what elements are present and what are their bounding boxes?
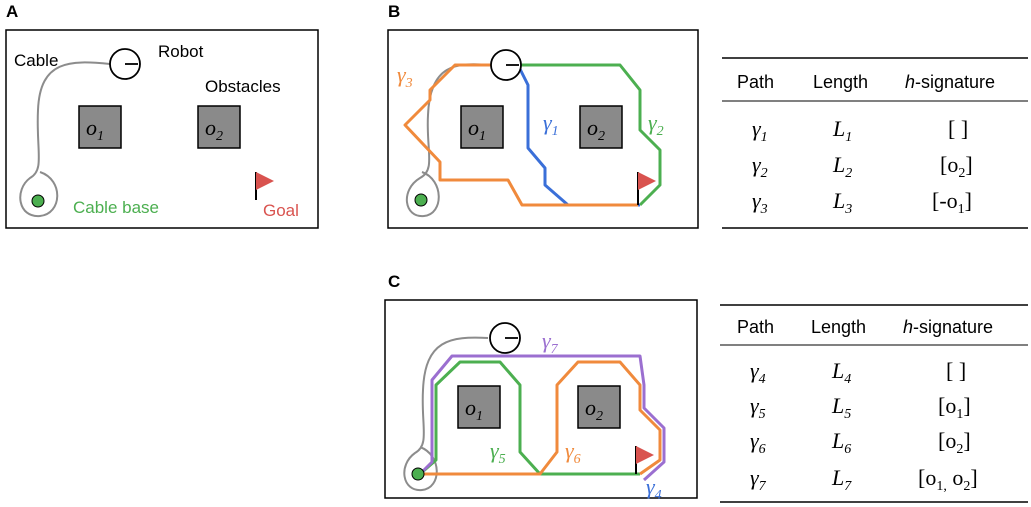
table-b-row3-h: [-o1]	[932, 188, 972, 217]
cable-base-icon-b	[414, 193, 428, 207]
gamma3-label: γ3	[397, 62, 413, 91]
cable-base-icon-c	[411, 467, 425, 481]
table-c-row3-path: γ6	[750, 428, 766, 457]
panel-label-b: B	[388, 2, 401, 21]
table-b-row1-length: L1	[832, 116, 852, 145]
table-b-row2-path: γ2	[752, 152, 768, 181]
obstacle-o2-b-label: o2	[587, 115, 605, 144]
cable-label: Cable	[14, 51, 58, 70]
table-b-row1-path: γ1	[752, 116, 768, 145]
obstacles-label: Obstacles	[205, 77, 281, 96]
gamma5-label: γ5	[490, 438, 506, 467]
cable-line	[19, 61, 111, 218]
table-b-header-length: Length	[813, 72, 868, 92]
table-b-row: γ3 L3 [-o1]	[752, 188, 972, 217]
table-b-header-h: h-signature	[905, 72, 995, 92]
obstacle-o1-label: o1	[86, 115, 104, 144]
panel-label-c: C	[388, 272, 401, 291]
table-c-row2-path: γ5	[750, 393, 766, 422]
table-c-row3-h: [o2]	[938, 428, 971, 457]
goal-flag-icon-b	[638, 172, 656, 190]
obstacle-o1	[78, 105, 122, 149]
table-b-header-path: Path	[737, 72, 774, 92]
table-c-row4-length: L7	[831, 465, 852, 494]
obstacle-o2	[197, 105, 241, 149]
path-gamma6	[420, 360, 662, 476]
obstacle-o2-b	[579, 105, 623, 149]
table-b-row: γ1 L1 [ ]	[752, 116, 968, 145]
panel-b-frame	[387, 29, 699, 229]
table-c-row4-h: [o1, o2]	[918, 465, 978, 494]
panel-a-frame	[5, 29, 319, 229]
obstacle-o1-c-label: o1	[465, 395, 483, 424]
table-c-row1-h: [ ]	[946, 358, 966, 383]
table-c-row1-length: L4	[831, 358, 851, 387]
cable-line-b	[405, 63, 491, 218]
table-b-row3-length: L3	[832, 188, 852, 217]
obstacle-o1-c	[457, 385, 501, 429]
panel-c-frame	[384, 299, 698, 499]
obstacle-o1-b-label: o1	[468, 115, 486, 144]
table-b-row2-h: [o2]	[940, 152, 973, 181]
gamma7-label: γ7	[542, 328, 559, 357]
gamma1-label: γ1	[543, 110, 559, 139]
table-c-header-path: Path	[737, 317, 774, 337]
table-c-header-h: h-signature	[903, 317, 993, 337]
obstacle-o2-c	[577, 385, 621, 429]
cable-base-label: Cable base	[73, 198, 159, 217]
table-c-row2-h: [o1]	[938, 393, 971, 422]
table-c-row: γ5 L5 [o1]	[750, 393, 971, 422]
obstacle-o2-label: o2	[205, 115, 223, 144]
table-c-row3-length: L6	[831, 428, 851, 457]
table-c-row1-path: γ4	[750, 358, 766, 387]
cable-base-icon	[31, 194, 45, 208]
table-c-header-length: Length	[811, 317, 866, 337]
gamma6-label: γ6	[565, 438, 581, 467]
table-c-row: γ4 L4 [ ]	[750, 358, 966, 387]
goal-flag-icon-c	[636, 446, 654, 464]
gamma4-label: γ4	[646, 474, 662, 503]
obstacle-o1-b	[460, 105, 504, 149]
gamma2-label: γ2	[648, 110, 664, 139]
table-c-row: γ7 L7 [o1, o2]	[750, 465, 978, 494]
goal-label: Goal	[263, 201, 299, 220]
table-b-row: γ2 L2 [o2]	[752, 152, 973, 181]
panel-label-a: A	[6, 2, 19, 21]
goal-flag-icon	[256, 172, 274, 190]
path-gamma3	[403, 63, 638, 207]
robot-label: Robot	[158, 42, 204, 61]
path-gamma5	[419, 360, 640, 476]
table-c-row4-path: γ7	[750, 465, 767, 494]
table-b-row2-length: L2	[832, 152, 852, 181]
table-b-row3-path: γ3	[752, 188, 768, 217]
table-c-row: γ6 L6 [o2]	[750, 428, 971, 457]
table-b-row1-h: [ ]	[948, 116, 968, 141]
path-gamma7	[418, 354, 666, 482]
obstacle-o2-c-label: o2	[585, 395, 603, 424]
path-gamma2	[506, 63, 662, 207]
cable-line-c	[403, 336, 489, 492]
table-c-row2-length: L5	[831, 393, 851, 422]
